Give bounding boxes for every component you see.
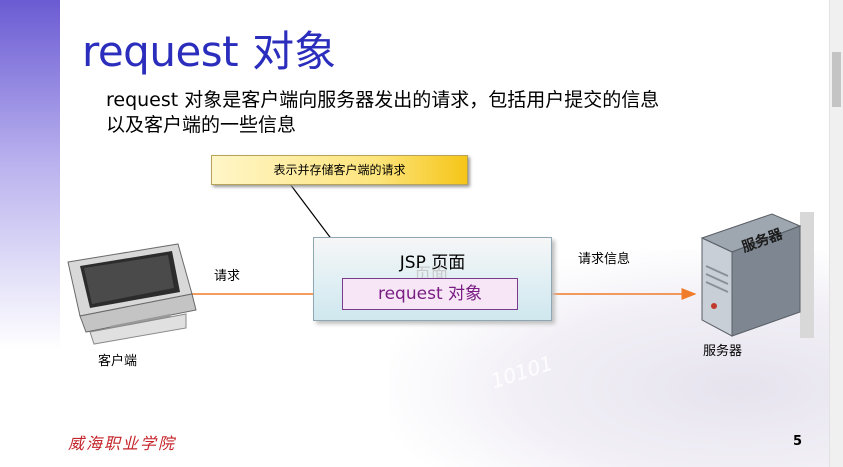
school-logo-text: 威海职业学院	[68, 434, 177, 453]
slide-title: request 对象	[82, 18, 336, 79]
callout-box: 表示并存储客户端的请求	[211, 155, 468, 185]
body-line-2: 以及客户端的一些信息	[106, 114, 297, 136]
computer-monitor-icon	[67, 243, 197, 345]
body-line-1: request 对象是客户端向服务器发出的请求，包括用户提交的信息	[106, 89, 660, 111]
server-tower-icon: 服务器	[700, 213, 802, 337]
jsp-box-title: JSP 页面	[399, 253, 466, 273]
school-logo: 威海职业学院	[68, 430, 188, 454]
scrollbar-thumb[interactable]	[832, 52, 841, 107]
server-shadow	[800, 212, 814, 338]
vertical-scrollbar[interactable]	[829, 0, 843, 467]
callout-text: 表示并存储客户端的请求	[273, 163, 406, 177]
slide-body-text: request 对象是客户端向服务器发出的请求，包括用户提交的信息 以及客户端的…	[106, 88, 806, 138]
label-client: 客户端	[98, 354, 138, 369]
request-object-box: request 对象	[342, 278, 518, 310]
request-object-label: request 对象	[377, 284, 483, 304]
title-cjk: 对象	[252, 27, 337, 76]
page-number: 5	[793, 434, 803, 449]
title-latin: request	[82, 27, 239, 76]
slide-sidebar-accent	[0, 0, 60, 467]
label-server: 服务器	[703, 344, 743, 359]
label-request-info: 请求信息	[578, 252, 631, 267]
label-request: 请求	[214, 269, 241, 284]
